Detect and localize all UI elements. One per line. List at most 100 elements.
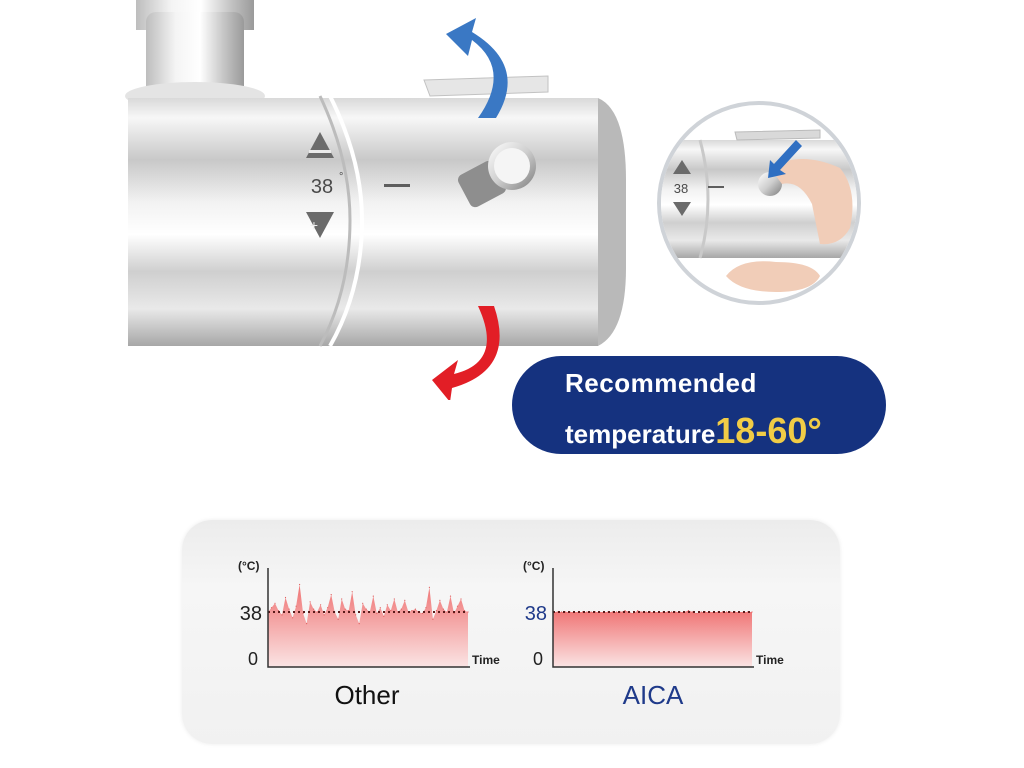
badge-line-recommended: Recommended [565,368,757,398]
press-arrow-icon [768,140,802,178]
data-point [439,599,441,602]
data-point [453,612,455,615]
data-point [632,612,635,615]
data-point [337,618,339,620]
chart-title: Other [334,680,399,710]
data-point [362,602,364,604]
data-point [372,595,374,597]
data-point [449,595,452,597]
badge-line-temperature: temperature 18-60° [565,410,822,452]
data-point [365,608,367,610]
temperature-area [268,584,468,667]
dial-markings: + 38 ° [306,132,410,238]
data-point [463,610,466,612]
y-axis-label: (°C) [523,559,544,573]
data-point [390,610,392,612]
data-point [645,611,647,613]
data-point [641,611,643,613]
data-point [435,610,437,612]
data-point [586,611,588,613]
recommended-temperature-badge [512,356,886,454]
data-point [281,614,283,616]
data-point [295,605,297,607]
data-point [351,591,353,593]
svg-text:°: ° [339,171,343,183]
y-tick-38: 38 [240,603,262,625]
data-point [348,610,350,612]
svg-text:+: + [310,217,318,233]
data-point [637,610,639,612]
data-point [355,614,357,616]
data-point [704,611,707,613]
data-point [341,598,343,600]
data-point [320,604,322,606]
badge-temperature-range: 18-60° [715,410,822,451]
data-point [306,623,308,625]
data-point [428,586,430,589]
data-point [721,611,724,613]
data-point [666,611,668,613]
triangle-down-icon [306,212,334,238]
minus-mark [384,184,410,187]
data-point [400,608,402,610]
data-point [582,611,584,613]
data-point [446,611,448,613]
data-point [696,612,698,615]
data-point [615,611,618,613]
inset-detail-circle: 38 [657,101,861,305]
x-axis-label: Time [472,653,500,667]
data-point [323,614,325,616]
data-point [376,612,378,615]
badge-temperature-label: temperature [565,419,716,449]
data-point [344,608,346,610]
rotate-down-arrow-icon [432,306,500,400]
data-point [675,611,677,613]
thermostatic-valve-illustration: + 38 ° 38 [125,0,861,400]
data-point [292,617,294,619]
data-point [460,598,462,600]
rotate-up-arrow-icon [446,18,508,118]
data-point [284,596,287,599]
x-axis-label: Time [756,653,784,667]
y-tick-38: 38 [525,603,547,625]
y-axis-label: (°C) [238,559,259,573]
data-point [671,611,673,613]
data-point [414,608,416,610]
data-point [620,611,622,613]
data-point [274,602,276,604]
data-point [442,608,444,610]
data-point [560,611,563,613]
data-point [611,611,613,613]
data-point [358,623,360,625]
svg-text:38: 38 [674,181,688,196]
safety-button[interactable] [456,142,536,209]
data-point [330,594,332,596]
data-point [649,611,652,613]
data-point [467,611,469,613]
data-point [425,607,427,609]
data-point [277,610,280,612]
y-tick-0: 0 [248,649,258,669]
data-point [700,611,702,613]
data-point [383,615,385,617]
data-point [590,611,592,613]
data-point [327,607,329,609]
y-tick-0: 0 [533,649,543,669]
data-point [288,608,290,610]
data-point [299,583,301,586]
data-point [432,618,434,620]
data-point [456,605,459,607]
data-point [751,611,753,613]
data-point [556,611,558,613]
data-point [316,611,318,613]
chart-title: AICA [623,680,684,710]
data-point [379,607,381,609]
data-point [730,611,732,613]
data-point [726,611,728,613]
data-point [404,599,406,602]
data-point [309,601,311,603]
axes [267,568,470,668]
